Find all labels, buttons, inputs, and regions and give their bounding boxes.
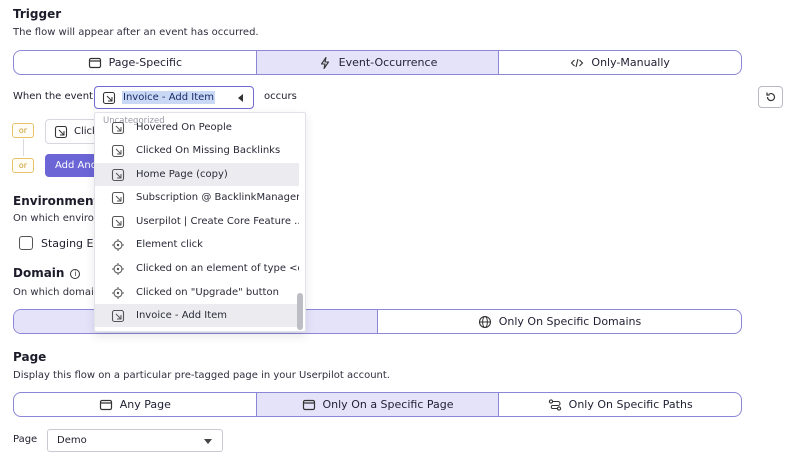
trigger-option-label: Page-Specific	[108, 56, 183, 69]
page-icon	[88, 56, 102, 70]
event-condition-text: Click	[74, 126, 98, 137]
event-suffix: occurs	[264, 91, 297, 102]
trigger-type-segmented: Page-Specific Event-Occurrence Only-Manu…	[13, 50, 742, 75]
page-option-any[interactable]: Any Page	[14, 393, 257, 416]
tag-icon	[111, 215, 125, 229]
or-badge: or	[12, 123, 34, 138]
dropdown-item[interactable]: Clicked On Missing Backlinks	[95, 139, 299, 162]
dropdown-item-label: Clicked on an element of type <d...	[136, 263, 299, 274]
crosshair-icon	[111, 262, 125, 276]
tag-icon	[111, 144, 125, 158]
or-badge: or	[12, 158, 34, 173]
dropdown-item-label: Clicked on "Upgrade" button	[136, 287, 279, 298]
dropdown-item-label: Hovered On People	[136, 122, 232, 133]
page-select[interactable]: Demo	[47, 429, 223, 452]
crosshair-icon	[111, 238, 125, 252]
page-option-specific-paths[interactable]: Only On Specific Paths	[499, 393, 741, 416]
dropdown-item-label: Userpilot | Create Core Feature ...	[136, 216, 299, 227]
dropdown-item-label: Clicked On Missing Backlinks	[136, 145, 281, 156]
dropdown-item-label: Invoice - Add Item	[136, 310, 228, 321]
dropdown-group-label: Uncategorized	[103, 116, 165, 126]
dropdown-item-label: Home Page (copy)	[136, 169, 228, 180]
dropdown-item[interactable]: Userpilot | Create Core Feature ...	[95, 210, 299, 233]
trigger-subtitle: The flow will appear after an event has …	[13, 27, 259, 38]
domain-option-label: Only On Specific Domains	[498, 315, 642, 328]
tag-icon	[111, 168, 125, 182]
domain-title-text: Domain	[13, 266, 65, 280]
bolt-icon	[318, 56, 332, 70]
page-title: Page	[13, 350, 47, 364]
page-option-label: Only On a Specific Page	[322, 398, 454, 411]
calendar-icon	[302, 398, 316, 412]
trigger-option-page-specific[interactable]: Page-Specific	[14, 51, 257, 74]
dropdown-scrollbar[interactable]	[297, 293, 303, 330]
environment-title-text: Environment	[13, 194, 100, 208]
chevron-down-icon	[204, 439, 212, 444]
environment-subtitle: On which environment	[13, 213, 127, 224]
trigger-option-label: Only-Manually	[591, 56, 670, 69]
tag-icon	[102, 91, 116, 105]
add-another-button[interactable]: Add Another	[45, 154, 105, 177]
dropdown-item[interactable]: Home Page (copy)	[95, 163, 299, 186]
dropdown-item[interactable]: Invoice - Add Item	[95, 304, 299, 327]
page-option-specific-page[interactable]: Only On a Specific Page	[256, 393, 500, 416]
page-select-value: Demo	[57, 435, 87, 446]
dropdown-item-label: Element click	[136, 239, 203, 250]
caret-left-icon	[238, 94, 243, 102]
trigger-option-only-manually[interactable]: Only-Manually	[499, 51, 741, 74]
domain-option-specific[interactable]: Only On Specific Domains	[378, 310, 741, 333]
dropdown-item[interactable]: Hovered On People	[95, 116, 299, 139]
page-subtitle: Display this flow on a particular pre-ta…	[13, 370, 390, 381]
route-icon	[548, 398, 562, 412]
dropdown-item[interactable]: Element click	[95, 233, 299, 256]
event-dropdown-menu: Uncategorized Hovered On People Clicked …	[94, 112, 306, 332]
globe-icon	[478, 315, 492, 329]
domain-subtitle: On which domain(s)	[13, 287, 114, 298]
event-label: When the event	[13, 91, 93, 102]
tag-icon	[111, 191, 125, 205]
info-icon[interactable]: i	[70, 269, 81, 279]
calendar-icon	[99, 398, 113, 412]
trigger-title: Trigger	[13, 7, 62, 21]
page-segmented: Any Page Only On a Specific Page Only On…	[13, 392, 742, 417]
staging-checkbox[interactable]	[19, 236, 33, 250]
reset-button[interactable]	[758, 86, 783, 108]
trigger-option-event-occurrence[interactable]: Event-Occurrence	[256, 51, 500, 74]
tag-icon	[111, 309, 125, 323]
code-icon	[570, 56, 584, 70]
dropdown-item-label: Subscription @ BacklinkManager...	[136, 192, 299, 203]
page-select-label: Page	[13, 434, 38, 445]
event-select[interactable]: Invoice - Add Item	[94, 86, 254, 109]
connector-line	[23, 139, 24, 156]
trigger-option-label: Event-Occurrence	[338, 56, 438, 69]
page-option-label: Any Page	[119, 398, 171, 411]
dropdown-item[interactable]: Clicked on an element of type <d...	[95, 257, 299, 280]
tag-icon	[54, 125, 68, 139]
dropdown-item[interactable]: Clicked on "Upgrade" button	[95, 281, 299, 304]
tag-icon	[111, 121, 125, 135]
page-option-label: Only On Specific Paths	[568, 398, 693, 411]
event-select-value: Invoice - Add Item	[122, 91, 216, 104]
undo-icon	[764, 90, 778, 104]
crosshair-icon	[111, 286, 125, 300]
dropdown-item[interactable]: Subscription @ BacklinkManager...	[95, 186, 299, 209]
